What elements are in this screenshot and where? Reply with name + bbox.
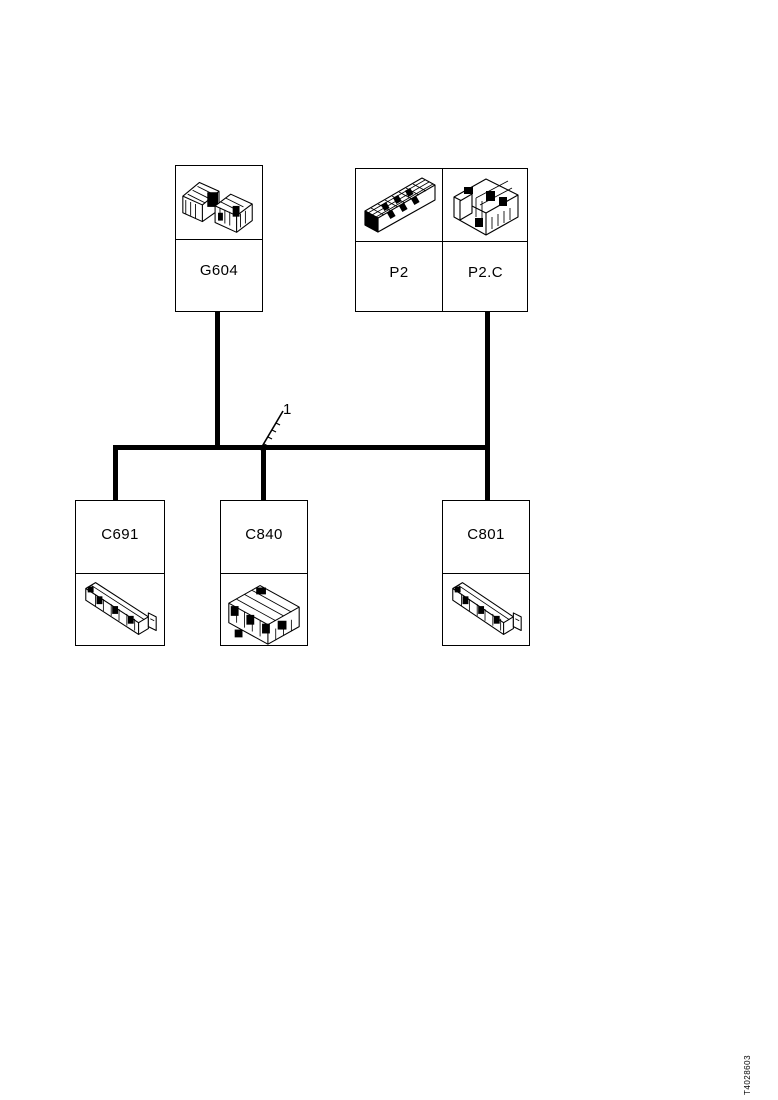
unit-c691-divider — [76, 573, 164, 574]
wire-bus-to-c801 — [485, 445, 490, 502]
unit-c691-artwork-cell — [76, 573, 164, 647]
unit-g604-label: G604 — [199, 262, 239, 279]
unit-c840[interactable]: C840 — [220, 500, 308, 646]
connector-pair-isometric-icon — [176, 166, 262, 239]
unit-p2-group[interactable]: P2 P2.C — [355, 168, 528, 312]
unit-c801-artwork-cell — [443, 573, 529, 647]
unit-c691-label: C691 — [101, 526, 139, 543]
unit-p2-artwork-cell — [356, 169, 442, 241]
callout-number-1: 1 — [283, 401, 292, 418]
wire-p2c-to-bus — [485, 312, 490, 450]
callout-leader-line — [259, 410, 284, 451]
unit-c840-divider — [221, 573, 307, 574]
unit-c840-label-cell: C840 — [221, 501, 307, 573]
unit-g604-artwork-cell — [176, 166, 262, 239]
unit-p2c-artwork-cell — [442, 169, 529, 241]
unit-g604-divider — [176, 239, 262, 240]
unit-c691[interactable]: C691 — [75, 500, 165, 646]
unit-p2-label: P2 — [389, 264, 409, 281]
unit-p2-group-divider-h — [356, 241, 527, 242]
inline-connector-isometric-icon-2 — [443, 573, 529, 647]
unit-c801-divider — [443, 573, 529, 574]
unit-c840-label: C840 — [245, 526, 283, 543]
wire-bus-to-c840 — [261, 445, 266, 502]
main-harness-bus — [113, 445, 490, 450]
inline-connector-isometric-icon — [76, 573, 164, 647]
unit-c801-label: C801 — [467, 526, 505, 543]
block-connector-isometric-icon — [221, 573, 307, 647]
unit-c801-label-cell: C801 — [443, 501, 529, 573]
unit-c840-artwork-cell — [221, 573, 307, 647]
unit-c801[interactable]: C801 — [442, 500, 530, 646]
unit-p2c-label-cell: P2.C — [442, 241, 529, 313]
document-reference-code: T4028603 — [743, 1054, 752, 1095]
unit-p2-group-divider-v — [442, 169, 443, 311]
connector-housing-isometric-icon — [442, 169, 529, 241]
unit-g604[interactable]: G604 — [175, 165, 263, 312]
wire-g604-to-bus — [215, 312, 220, 450]
unit-g604-label-cell: G604 — [176, 239, 262, 313]
fuse-block-isometric-icon — [356, 169, 442, 241]
unit-c691-label-cell: C691 — [76, 501, 164, 573]
unit-p2-label-cell: P2 — [356, 241, 442, 313]
wire-bus-to-c691 — [113, 445, 118, 502]
unit-p2c-label: P2.C — [468, 264, 503, 281]
